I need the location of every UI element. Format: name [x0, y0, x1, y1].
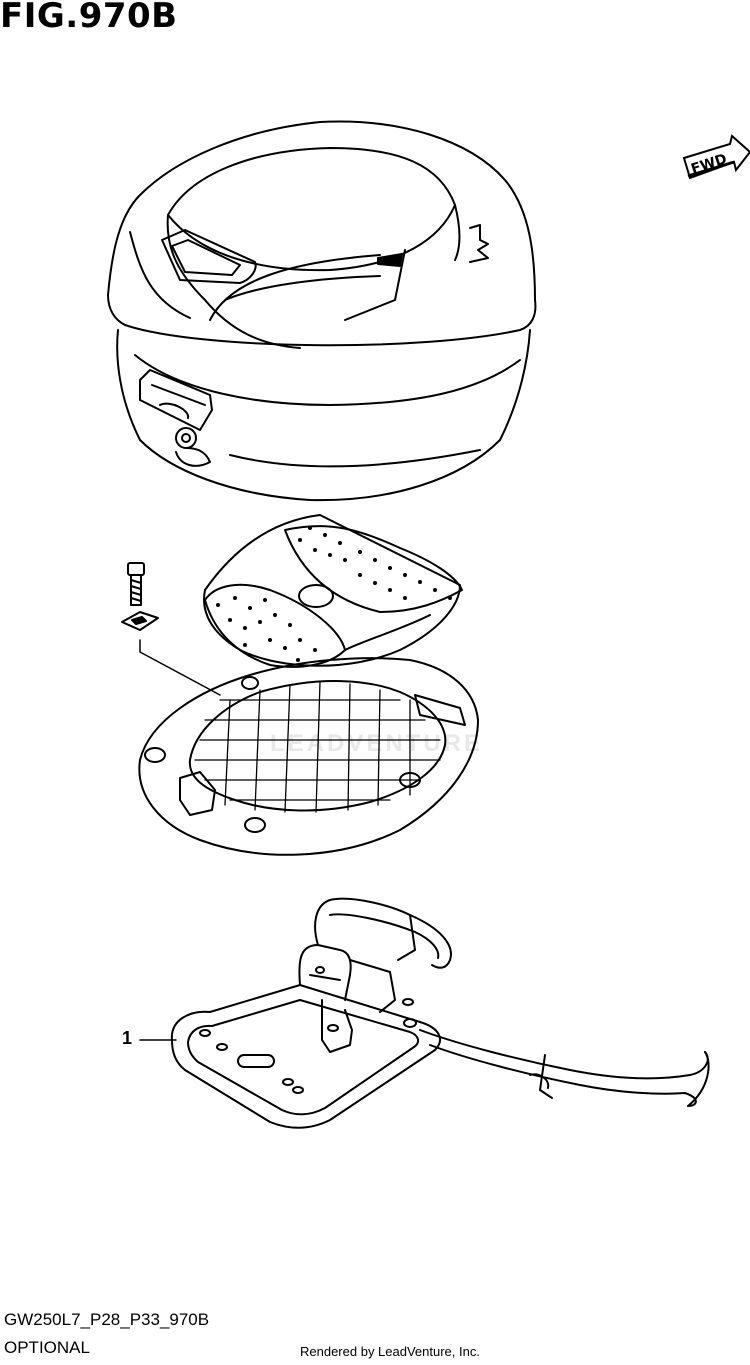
washer-icon — [121, 611, 159, 631]
fwd-arrow-icon: FWD — [680, 126, 750, 186]
model-code: GW250L7_P28_P33_970B — [4, 1310, 210, 1329]
bolt-icon — [127, 562, 145, 606]
top-case-icon — [107, 120, 537, 502]
carrier-bracket-icon — [170, 897, 710, 1129]
base-plate-icon — [203, 514, 463, 668]
callout-1: 1 — [122, 1028, 133, 1048]
optional-note: OPTIONAL — [4, 1338, 90, 1357]
figure-title: FIG.970B — [0, 0, 178, 36]
tray-icon — [138, 657, 479, 856]
render-credit: Rendered by LeadVenture, Inc. — [300, 1344, 480, 1359]
